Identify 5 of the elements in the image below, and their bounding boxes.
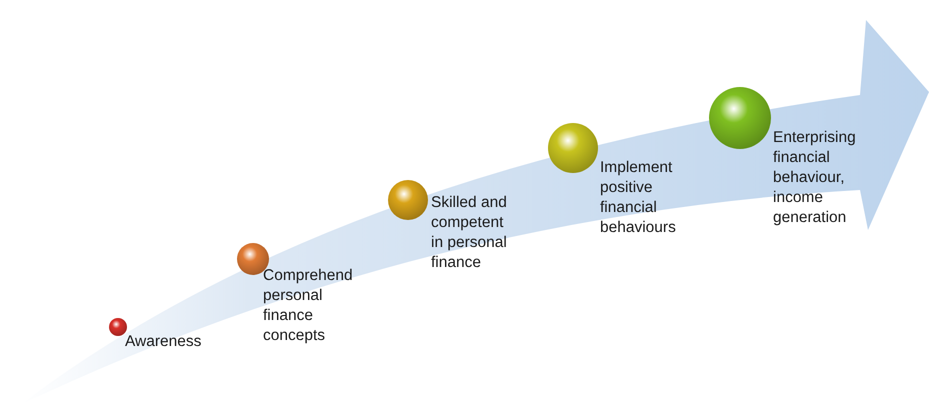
stage-label: Implement positive financial behaviours (600, 158, 700, 238)
stage-label: Enterprising financial behaviour, income generation (773, 128, 885, 228)
stage-label: Awareness (125, 332, 235, 352)
stage-label: Comprehend personal finance concepts (263, 266, 373, 346)
stage-label: Skilled and competent in personal finance (431, 193, 511, 273)
